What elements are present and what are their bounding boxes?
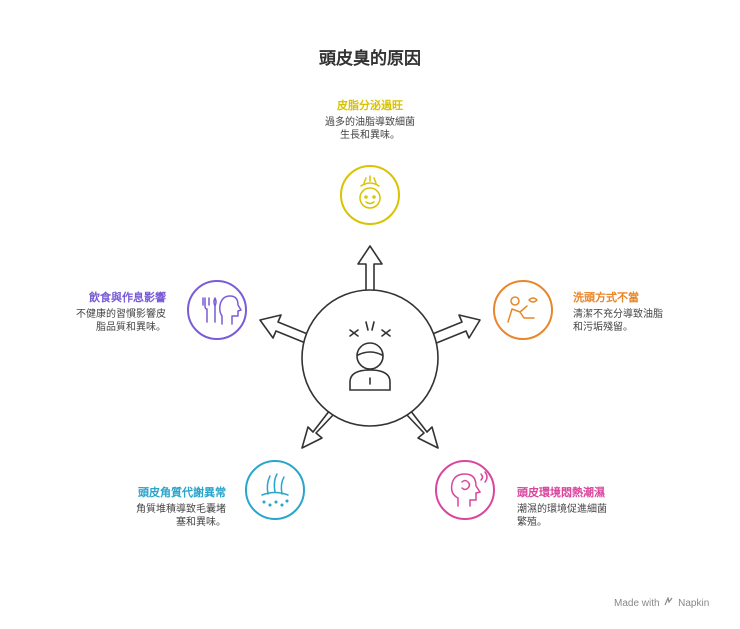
cause-desc-keratin-line2: 塞和異味。 <box>176 517 226 528</box>
cause-desc-humid-line2: 繁殖。 <box>517 517 547 528</box>
cause-title-washing: 洗頭方式不當 <box>573 291 639 304</box>
cause-desc-washing-line1: 清潔不充分導致油脂 <box>573 309 663 320</box>
cause-desc-humid-line1: 潮濕的環境促進細菌 <box>517 504 607 515</box>
made-with-label: Made with <box>614 598 660 609</box>
cause-circle-keratin <box>245 460 305 520</box>
arrow-down-right <box>405 409 439 449</box>
cause-caption-keratin: 頭皮角質代謝異常 角質堆積導致毛囊堵 塞和異味。 <box>96 486 226 529</box>
cause-desc-keratin-line1: 角質堆積導致毛囊堵 <box>136 504 226 515</box>
frustrated-face-icon <box>349 321 391 391</box>
diagram-title: 頭皮臭的原因 <box>319 49 421 69</box>
hair-follicle-icon <box>261 473 289 507</box>
central-hub <box>259 245 481 449</box>
cause-desc-diet-line1: 不健康的習慣影響皮 <box>76 309 166 320</box>
cause-desc-washing-line2: 和污垢殘留。 <box>573 322 633 333</box>
cause-title-humid: 頭皮環境悶熱潮濕 <box>517 486 605 499</box>
cause-desc-sebum-line1: 過多的油脂導致細菌 <box>325 117 415 128</box>
arrow-down-left <box>301 409 335 449</box>
cause-circle-humid <box>435 460 495 520</box>
made-with-napkin[interactable]: Made with Napkin <box>614 596 710 609</box>
cause-caption-washing: 洗頭方式不當 清潔不充分導致油脂 和污垢殘留。 <box>573 291 703 334</box>
cause-circle-washing <box>493 280 553 340</box>
oil-gland-icon <box>359 175 381 209</box>
arrow-left <box>259 314 311 345</box>
napkin-logo-icon <box>664 596 673 609</box>
cause-title-keratin: 頭皮角質代謝異常 <box>138 486 226 499</box>
diet-head-icon <box>202 295 242 325</box>
cause-caption-diet: 飲食與作息影響 不健康的習慣影響皮 脂品質和異味。 <box>36 291 166 334</box>
cause-desc-diet-line2: 脂品質和異味。 <box>96 322 166 333</box>
cause-circle-diet <box>187 280 247 340</box>
napkin-brand: Napkin <box>678 598 710 609</box>
washing-person-icon <box>507 296 538 323</box>
steaming-head-icon <box>450 471 488 507</box>
cause-caption-humid: 頭皮環境悶熱潮濕 潮濕的環境促進細菌 繁殖。 <box>517 486 647 529</box>
cause-title-sebum: 皮脂分泌過旺 <box>337 99 403 112</box>
cause-desc-sebum-line2: 生長和異味。 <box>340 130 400 141</box>
arrow-right <box>429 314 481 345</box>
arrow-up <box>357 245 383 298</box>
cause-title-diet: 飲食與作息影響 <box>89 291 166 304</box>
cause-circle-sebum <box>340 165 400 225</box>
cause-caption-sebum: 皮脂分泌過旺 過多的油脂導致細菌 生長和異味。 <box>310 99 430 142</box>
